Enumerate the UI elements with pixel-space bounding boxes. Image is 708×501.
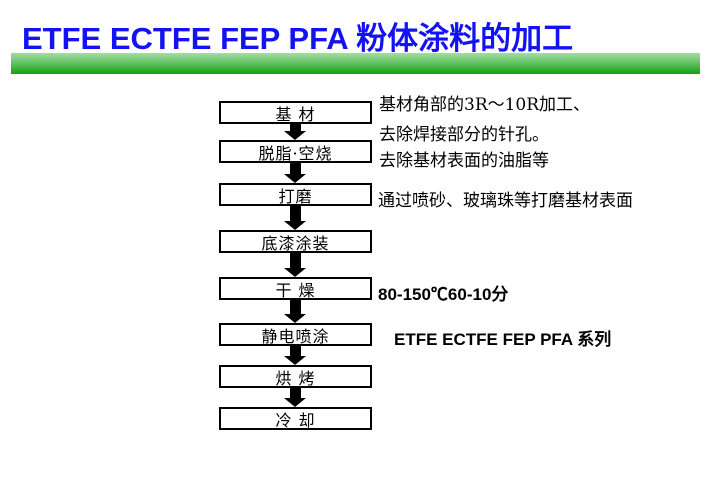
flow-step-label: 干 燥 [275,280,316,300]
flow-step-label: 烘 烤 [275,368,316,388]
down-arrow-icon [284,388,307,407]
flow-step-label: 打磨 [278,186,313,206]
note-spraying-series: ETFE ECTFE FEP PFA 系列 [394,330,612,349]
flow-step-label: 脱脂·空烧 [258,143,333,163]
note-degrease: 去除基材表面的油脂等 [379,151,549,171]
down-arrow-icon [284,206,307,230]
flow-step-cooling: 冷 却 [219,407,372,430]
flow-step-spraying: 静电喷涂 [219,323,372,346]
down-arrow-icon [284,163,307,183]
down-arrow-icon [284,300,307,323]
flow-step-label: 底漆涂装 [261,233,330,253]
flow-step-baking: 烘 烤 [219,365,372,388]
note-sanding: 通过喷砂、玻璃珠等打磨基材表面 [378,191,633,211]
page-title: ETFE ECTFE FEP PFA 粉体涂料的加工 [22,21,574,56]
down-arrow-icon [284,124,307,140]
note-drying-temperature: 80-150℃60-10分 [378,285,509,304]
flow-step-degrease: 脱脂·空烧 [219,140,372,163]
flow-step-primer: 底漆涂装 [219,230,372,253]
title-underline-bar [11,53,700,74]
note-substrate-line1: 基材角部的3R～10R加工、 [379,95,591,115]
note-substrate-line2: 去除焊接部分的针孔。 [379,125,549,145]
down-arrow-icon [284,346,307,365]
down-arrow-icon [284,253,307,277]
flow-step-label: 冷 却 [275,410,316,430]
flow-step-substrate: 基 材 [219,101,372,124]
flow-step-drying: 干 燥 [219,277,372,300]
flow-step-label: 基 材 [275,104,316,124]
flow-step-sanding: 打磨 [219,183,372,206]
flow-step-label: 静电喷涂 [261,326,330,346]
